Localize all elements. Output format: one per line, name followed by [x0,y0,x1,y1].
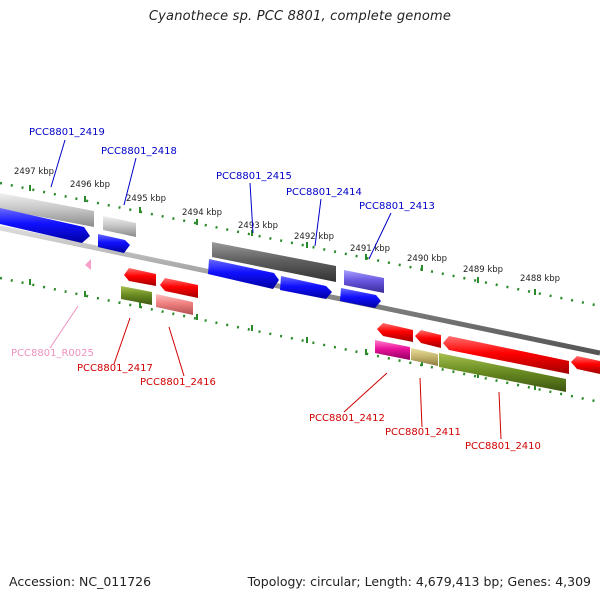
gene-2414-blue[interactable] [280,276,332,299]
gene-2415-blue[interactable] [208,259,279,289]
gene-label-2410[interactable]: PCC8801_2410 [465,441,541,452]
gene-2417-red[interactable] [124,268,156,286]
gene-2418-blue[interactable] [98,234,130,253]
gene-2412-magenta[interactable] [375,340,410,360]
minus-strand-genes [85,259,600,392]
gene-2419-blue[interactable] [0,208,90,243]
kbp-label: 2494 kbp [182,208,222,218]
gene-2413-purple[interactable] [344,270,384,293]
kbp-label: 2497 kbp [14,167,54,177]
kbp-label: 2495 kbp [126,194,166,204]
gene-R0025-rna[interactable] [85,259,91,270]
gene-label-2415[interactable]: PCC8801_2415 [216,171,292,182]
kbp-label: 2490 kbp [407,254,447,264]
kbp-labels: 2497 kbp 2496 kbp 2495 kbp 2494 kbp 2493… [14,167,560,284]
gene-labels: PCC8801_2419 PCC8801_2418 PCC8801_2415 P… [11,127,541,452]
gene-2411-khaki[interactable] [411,348,438,366]
gene-label-2414[interactable]: PCC8801_2414 [286,187,362,198]
gene-2418-grey[interactable] [103,216,136,237]
topology-text: Topology: circular; Length: 4,679,413 bp… [247,574,591,589]
gene-label-R0025[interactable]: PCC8801_R0025 [11,348,94,359]
kbp-label: 2491 kbp [350,244,390,254]
gene-2412-red[interactable] [377,323,413,342]
gene-label-2417[interactable]: PCC8801_2417 [77,363,153,374]
label-leaders [49,139,502,440]
gene-label-2411[interactable]: PCC8801_2411 [385,427,461,438]
kbp-label: 2496 kbp [70,180,110,190]
gene-2410-red[interactable] [443,336,569,374]
kbp-label: 2492 kbp [294,232,334,242]
gene-2416-red[interactable] [160,278,198,298]
gene-label-2416[interactable]: PCC8801_2416 [140,377,216,388]
gene-2413-blue[interactable] [340,288,381,308]
gene-label-2419[interactable]: PCC8801_2419 [29,127,105,138]
gene-partial-red[interactable] [571,356,600,374]
lower-scale-line [0,276,600,404]
gene-label-2413[interactable]: PCC8801_2413 [359,201,435,212]
kbp-label: 2489 kbp [463,265,503,275]
kbp-label: 2493 kbp [238,221,278,231]
kbp-label: 2488 kbp [520,274,560,284]
gene-label-2412[interactable]: PCC8801_2412 [309,413,385,424]
gene-2410-olive[interactable] [439,353,566,392]
accession-text: Accession: NC_011726 [9,574,152,589]
gene-2415-grey[interactable] [212,242,336,282]
gene-label-2418[interactable]: PCC8801_2418 [101,146,177,157]
gene-2416-pink[interactable] [156,294,193,315]
map-title: Cyanothece sp. PCC 8801, complete genome [148,9,452,24]
plus-strand-genes [0,193,384,308]
upper-major-ticks [29,185,536,295]
gene-2419-grey[interactable] [0,193,94,227]
gene-2417-olive[interactable] [121,286,152,305]
gene-2411-red[interactable] [415,330,441,348]
